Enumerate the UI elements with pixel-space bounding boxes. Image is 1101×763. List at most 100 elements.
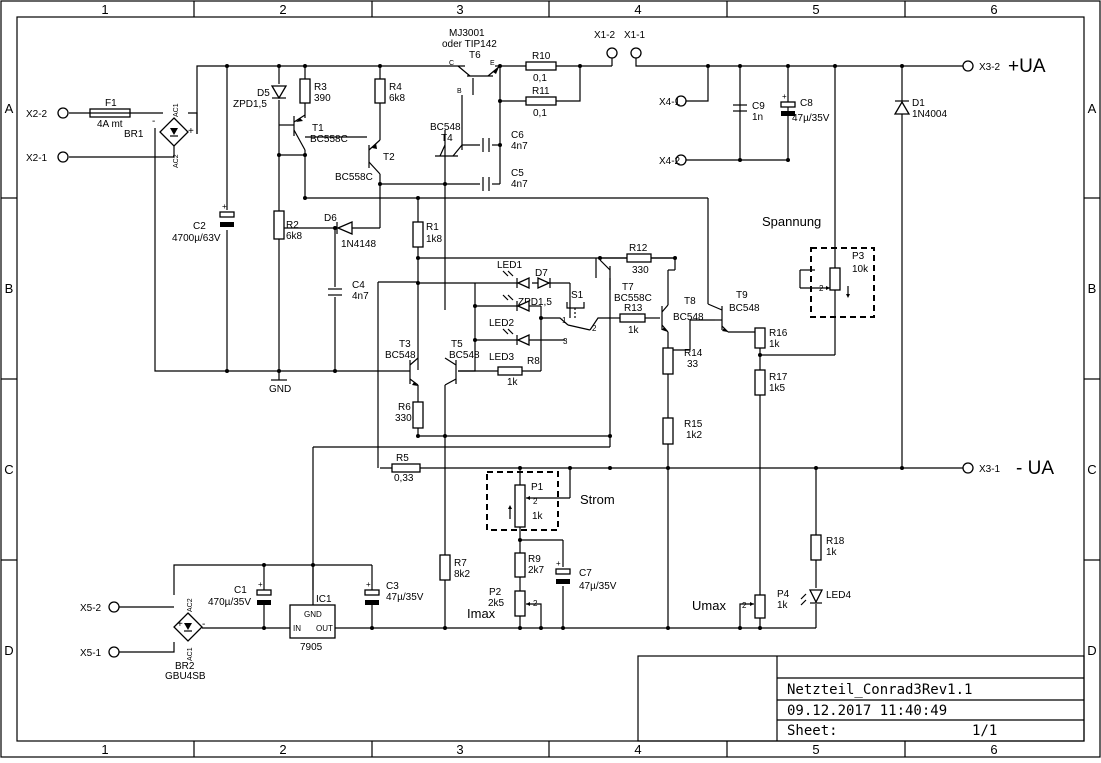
ref-label: R9	[528, 554, 541, 565]
zener-d7: D7 ZPD1,5	[518, 268, 552, 308]
col-label-bottom: 2	[279, 742, 286, 757]
resistor-r1: R1 1k8	[412, 221, 443, 248]
ref-label: D6	[324, 213, 337, 224]
pin-label: 2	[592, 324, 597, 333]
ref-label: R2	[286, 220, 299, 231]
ref-label: LED2	[489, 318, 514, 329]
resistor-r15: R15 1k2	[662, 417, 703, 445]
pin-label: AC2	[187, 598, 194, 612]
col-label-top: 3	[456, 2, 463, 17]
pin-label: 3	[563, 337, 568, 346]
ref-label: R1	[426, 222, 439, 233]
ref-label: R8	[527, 356, 540, 367]
value-label: 8k2	[454, 569, 471, 580]
col-label-bottom: 5	[812, 742, 819, 757]
value-label: MJ3001	[449, 28, 485, 39]
pin-label: AC1	[173, 103, 180, 117]
ref-label: C2	[193, 221, 206, 232]
value-label: 0,1	[533, 108, 547, 119]
connector-x5-1: X5-1	[80, 646, 120, 659]
ref-label: T1	[312, 123, 324, 134]
sheet-number: 1/1	[972, 723, 997, 739]
pin-label: B	[457, 88, 462, 95]
connector-x4-2: X4-2	[659, 154, 687, 167]
ref-label: C7	[579, 568, 592, 579]
value-label: 1N4004	[912, 109, 947, 120]
resistor-r5: R5 0,33	[391, 453, 421, 484]
connector-x3-2: X3-2 +UA	[962, 56, 1046, 77]
ref-label: D5	[257, 88, 270, 99]
connector-x3-1: X3-1 - UA	[962, 458, 1054, 479]
value-label: 2k7	[528, 565, 545, 576]
ref-label: R5	[396, 453, 409, 464]
pin-label: 2	[742, 601, 747, 610]
pin-label: GND	[304, 610, 322, 619]
ref-label: R17	[769, 372, 788, 383]
ref-label: T4	[441, 133, 453, 144]
value-label: 47µ/35V	[579, 581, 617, 592]
ref-label: C8	[800, 98, 813, 109]
potentiometer-p3: P3 10k 2 Spannung	[762, 214, 875, 318]
resistor-r3: R3 390	[299, 78, 331, 104]
bridge-rectifier-br1: BR1 - + AC1 AC2	[124, 103, 194, 168]
value-label: 1k	[777, 600, 789, 611]
gnd-text: GND	[269, 384, 291, 395]
ref-label: P2	[489, 587, 502, 598]
pin-label: C	[449, 60, 454, 67]
title-block: Netzteil_Conrad3Rev1.1 09.12.2017 11:40:…	[637, 655, 1085, 742]
project-name: Netzteil_Conrad3Rev1.1	[787, 682, 972, 698]
pin-label: -	[202, 619, 205, 630]
capacitor-c7: + C7 47µ/35V	[555, 559, 617, 592]
value-label: GBU4SB	[165, 671, 206, 682]
resistor-r12: R12 330	[626, 243, 652, 276]
svg-text:+: +	[782, 92, 787, 101]
strom-label: Strom	[580, 492, 615, 507]
resistor-r16: R16 1k	[754, 327, 788, 350]
row-label-right: B	[1088, 281, 1097, 296]
value-label: BC558C	[310, 134, 348, 145]
resistor-r10: R10 0,1	[525, 51, 557, 84]
col-label-top: 5	[812, 2, 819, 17]
value-label: 4n7	[352, 291, 369, 302]
ref-label: BR1	[124, 129, 144, 140]
svg-text:+: +	[366, 580, 371, 589]
capacitor-c6: C6 4n7	[482, 130, 528, 152]
value-label: BC558C	[335, 172, 373, 183]
transistor-t6: MJ3001 oder TIP142 T6 C E B	[442, 28, 501, 95]
ref-label: R10	[532, 51, 551, 62]
ref-label: D7	[535, 268, 548, 279]
ref-label: F1	[105, 98, 117, 109]
ref-label: P3	[852, 251, 865, 262]
value-label: 1k5	[769, 383, 786, 394]
connector-x2-2: X2-2	[26, 107, 69, 120]
diode-d6: D6 1N4148	[324, 213, 376, 250]
value-label: 470µ/35V	[208, 597, 251, 608]
frame-row-labels: A B C D A B C D	[4, 101, 1096, 658]
ref-label: S1	[571, 290, 584, 301]
value-label: 2k5	[488, 598, 505, 609]
ref-label: R16	[769, 328, 788, 339]
col-label-bottom: 1	[101, 742, 108, 757]
spannung-label: Spannung	[762, 214, 821, 229]
value-label: 6k8	[286, 231, 303, 242]
ref-label: R14	[684, 348, 703, 359]
value-label: 1k	[532, 511, 544, 522]
value-label: 47µ/35V	[386, 592, 424, 603]
minus-ua-label: - UA	[1016, 458, 1054, 479]
transistor-t5: T5 BC548	[444, 339, 480, 386]
pin-label: 1	[562, 316, 567, 325]
pin-label: AC1	[187, 647, 194, 661]
ref-label: LED4	[826, 590, 851, 601]
led-led2: LED2	[489, 294, 530, 329]
value-label: 0,33	[394, 473, 414, 484]
ref-label: R6	[398, 402, 411, 413]
transistor-t4: BC548 T4	[430, 122, 463, 157]
ref-label: LED1	[497, 260, 522, 271]
resistor-r8: R8 1k	[497, 356, 540, 388]
ref-label: R18	[826, 536, 845, 547]
value-label: 1k	[507, 377, 519, 388]
resistor-r9: R9 2k7	[514, 552, 545, 578]
resistor-r6: R6 330	[395, 401, 424, 429]
